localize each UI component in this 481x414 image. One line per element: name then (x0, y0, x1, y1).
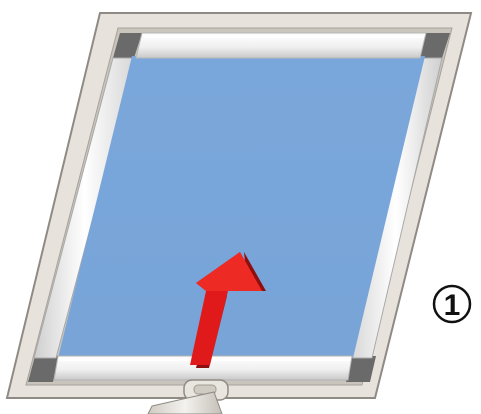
frame-corner-bottom-left (28, 356, 58, 382)
frame-corner-top-right (420, 33, 450, 58)
left-side-rail (33, 57, 136, 359)
side-rails (33, 57, 443, 359)
frame-corner-top-left (113, 33, 142, 58)
window-handle-icon (147, 379, 229, 414)
up-arrow-face-tip (196, 252, 262, 291)
step-circle (432, 284, 472, 324)
circled-number-icon: 1 (432, 284, 472, 324)
frame-corner-bottom-right (346, 356, 376, 382)
blind-fabric (58, 56, 425, 358)
up-arrow-icon (190, 252, 266, 368)
handle-grip (147, 391, 223, 414)
top-cassette (135, 32, 427, 59)
step-number: 1 (444, 289, 461, 322)
top-cassette-body (135, 32, 427, 59)
